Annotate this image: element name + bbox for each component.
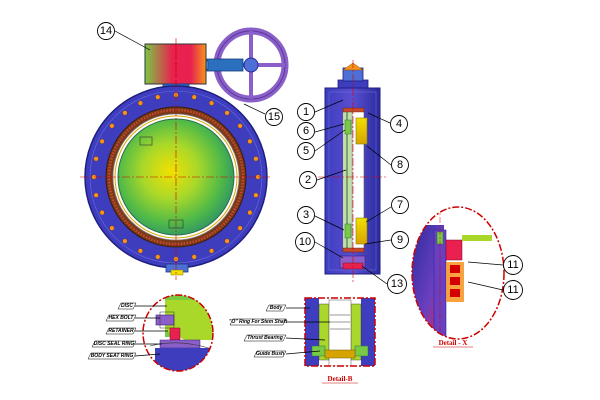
balloon-8: 8 <box>391 156 409 174</box>
svg-text:9: 9 <box>397 234 403 246</box>
bolt-hole <box>99 210 105 216</box>
gearbox <box>144 43 207 85</box>
detail-disc-seal <box>142 294 214 372</box>
svg-text:7: 7 <box>397 199 403 211</box>
balloon-1: 1 <box>297 103 315 121</box>
callout-label: DISC SEAL RING <box>94 341 135 347</box>
callout-label: Body <box>270 305 283 311</box>
detail-x-title: Detail - X <box>439 339 468 347</box>
balloon-2: 2 <box>299 171 317 189</box>
callout-label-box <box>105 314 137 322</box>
bolt-hole <box>209 100 215 106</box>
detail-x <box>411 206 505 340</box>
balloon-9: 9 <box>391 231 409 249</box>
svg-text:1: 1 <box>303 106 309 118</box>
callout-label-box <box>87 352 137 360</box>
bolt-hole <box>155 254 161 260</box>
bolt-hole <box>209 248 215 254</box>
svg-text:11: 11 <box>507 259 518 271</box>
svg-text:14: 14 <box>100 25 112 37</box>
callout-label-box <box>117 302 137 310</box>
svg-text:4: 4 <box>396 118 402 130</box>
callout-label-box <box>243 334 287 342</box>
bolt-hole <box>237 123 243 129</box>
callout-label: HEX BOLT <box>109 315 135 321</box>
detail-b-title: Detail-B <box>328 375 353 383</box>
balloon-10: 10 <box>295 232 315 252</box>
svg-text:8: 8 <box>397 159 403 171</box>
bolt-hole <box>93 156 99 162</box>
balloon-6: 6 <box>297 122 315 140</box>
callout-label: Guide Bush <box>256 351 284 357</box>
bolt-hole <box>122 238 128 244</box>
balloon-11-lower: 11 <box>503 280 523 300</box>
bolt-hole <box>191 254 197 260</box>
callout-label-box <box>253 350 287 358</box>
callout-label-box <box>229 318 287 326</box>
bolt-hole <box>247 138 253 144</box>
bolt-hole <box>137 248 143 254</box>
svg-text:6: 6 <box>303 125 309 137</box>
callout-label-box <box>265 304 287 312</box>
balloon-7: 7 <box>391 196 409 214</box>
bolt-hole <box>191 94 197 100</box>
svg-text:13: 13 <box>391 278 403 290</box>
callout-label: Thrust Bearing <box>247 335 283 341</box>
front-view <box>80 27 289 280</box>
bolt-hole <box>155 94 161 100</box>
bolt-hole <box>122 110 128 116</box>
callout-label-box <box>91 340 137 348</box>
callout-label-box <box>105 327 137 335</box>
bolt-hole <box>237 225 243 231</box>
callout-label: DISC <box>121 303 133 309</box>
side-view <box>318 60 388 282</box>
bolt-hole <box>253 156 259 162</box>
svg-text:10: 10 <box>299 236 311 248</box>
svg-text:3: 3 <box>303 209 309 221</box>
balloon-11-upper: 11 <box>503 255 523 275</box>
bolt-hole <box>109 123 115 129</box>
bolt-hole <box>253 192 259 198</box>
balloon-14: 14 <box>97 22 115 40</box>
detail-b <box>304 297 376 367</box>
callout-label: RETAINER <box>108 328 134 334</box>
balloon-4: 4 <box>390 115 408 133</box>
svg-text:5: 5 <box>303 145 309 157</box>
balloon-15: 15 <box>265 108 283 126</box>
detail-left-labels: DISC HEX BOLT RETAINER DISC SEAL RING BODY S… <box>87 302 137 360</box>
callout-label: "O" Ring For Stem Shaft <box>229 319 287 325</box>
svg-text:11: 11 <box>507 284 518 296</box>
bolt-hole <box>99 138 105 144</box>
svg-text:2: 2 <box>305 174 311 186</box>
leader-lines <box>114 30 504 357</box>
part-balloons: 14 15 1 4 6 5 8 2 <box>97 22 523 300</box>
balloon-13: 13 <box>387 274 407 294</box>
bolt-hole <box>224 110 230 116</box>
svg-text:15: 15 <box>268 111 280 123</box>
bolt-hole <box>137 100 143 106</box>
bolt-hole <box>224 238 230 244</box>
flange-bolt-holes <box>91 92 261 262</box>
balloon-5: 5 <box>297 142 315 160</box>
bolt-hole <box>247 210 253 216</box>
callout-label: BODY SEAT RING <box>91 353 134 359</box>
balloon-3: 3 <box>297 206 315 224</box>
bolt-hole <box>93 192 99 198</box>
bolt-hole <box>109 225 115 231</box>
